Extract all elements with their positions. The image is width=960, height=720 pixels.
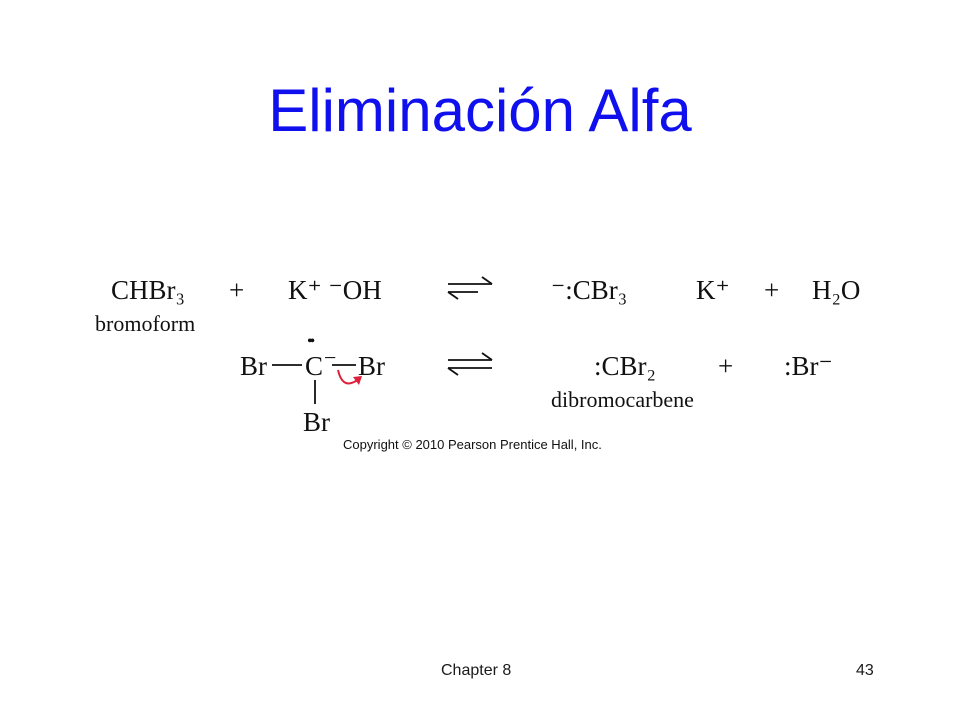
bottom-bromine: Br <box>303 407 330 437</box>
product-bromide: :Br⁻ <box>784 351 833 381</box>
product-dibromocarbene: :CBr₂ <box>594 351 656 381</box>
curved-arrow <box>337 369 362 385</box>
plus-sign-3: + <box>718 351 734 381</box>
central-carbon: C <box>305 351 324 381</box>
carbon-charge: − <box>324 345 337 370</box>
base-koh: K⁺ ⁻OH <box>288 275 382 305</box>
left-bromine: Br <box>240 351 267 381</box>
reactant-label-bromoform: bromoform <box>95 311 196 336</box>
equilibrium-arrow-2 <box>447 352 493 376</box>
counter-ion-k: K⁺ <box>696 275 730 305</box>
right-bromine: Br <box>358 351 385 381</box>
carbon-lone-pair: •• <box>307 333 315 350</box>
slide-title: Eliminación Alfa <box>268 77 692 144</box>
product-cbr3-anion: ⁻:CBr₃ <box>551 275 628 305</box>
product-h2o: H₂O <box>812 275 861 305</box>
reactant-chbr3: CHBr₃ <box>111 275 185 305</box>
plus-sign-1: + <box>229 275 245 305</box>
footer-page-number: 43 <box>856 662 874 679</box>
copyright-notice: Copyright © 2010 Pearson Prentice Hall, … <box>343 437 602 452</box>
plus-sign-2: + <box>764 275 780 305</box>
product-label-dibromocarbene: dibromocarbene <box>551 387 694 412</box>
footer-chapter: Chapter 8 <box>441 662 512 679</box>
equilibrium-arrow-1 <box>447 276 493 300</box>
